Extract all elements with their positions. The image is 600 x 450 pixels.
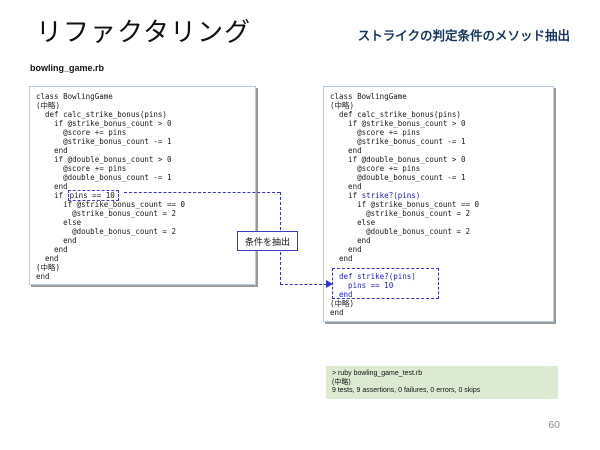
code-box-before: class BowlingGame(中略) def calc_strike_bo… [29,86,256,285]
code-line: if @strike_bonus_count > 0 [330,119,466,128]
code-line: @strike_bonus_count = 2 [36,209,176,218]
annotation-callout: 条件を抽出 [237,231,298,251]
code-line: @double_bonus_count = 2 [36,227,176,236]
code-line: def calc_strike_bonus(pins) [36,110,167,119]
code-line: end [330,146,362,155]
code-line: class BowlingGame [330,92,407,101]
code-line: else [330,218,376,227]
code-line: def calc_strike_bonus(pins) [330,110,461,119]
code-line: (中略) [36,263,61,272]
page-number: 60 [548,419,560,431]
code-line: if @double_bonus_count > 0 [330,155,466,164]
code-line: @strike_bonus_count -= 1 [36,137,172,146]
code-line: end [36,272,50,281]
terminal-line: > ruby bowling_game_test.rb [332,370,423,377]
code-line: end [36,182,68,191]
code-line: @double_bonus_count -= 1 [36,173,172,182]
slide-subtitle: ストライクの判定条件のメソッド抽出 [357,29,570,43]
code-line: @score += pins [330,164,421,173]
annotation-label: 条件を抽出 [244,236,290,247]
code-line: @score += pins [330,128,421,137]
code-line: end [36,245,68,254]
connector-arrow-icon [326,280,333,288]
code-line: else [36,218,82,227]
terminal-line: 9 tests, 9 assertions, 0 failures, 0 err… [332,387,481,394]
code-line: if @strike_bonus_count == 0 [330,200,480,209]
test-output-panel: > ruby bowling_game_test.rb(中略)9 tests, … [326,366,558,399]
code-line: if @strike_bonus_count > 0 [36,119,172,128]
code-line: if @strike_bonus_count == 0 [36,200,186,209]
code-line: @double_bonus_count = 2 [330,227,470,236]
code-line: @score += pins [36,128,127,137]
code-line: end [330,308,344,317]
code-line: end [330,182,362,191]
code-line: end [330,245,362,254]
filename-label: bowling_game.rb [30,63,105,73]
code-box-after: class BowlingGame(中略) def calc_strike_bo… [323,86,554,322]
extracted-method-highlight-box [332,268,439,299]
code-line: (中略) [330,299,355,308]
code-line: class BowlingGame [36,92,113,101]
code-line: end [36,146,68,155]
code-line: end [36,236,77,245]
code-line: @strike_bonus_count -= 1 [330,137,466,146]
code-line: if strike?(pins) [330,191,421,200]
code-line: @score += pins [36,164,127,173]
code-line: @strike_bonus_count = 2 [330,209,470,218]
code-line: end [330,236,371,245]
code-line: (中略) [36,101,61,110]
code-line: if @double_bonus_count > 0 [36,155,172,164]
slide-title: リファクタリング [36,17,251,47]
code-line: def strike?(pins) [330,272,416,281]
code-line: (中略) [330,101,355,110]
code-line: if pins == 10 [36,190,252,201]
code-line: end [36,254,59,263]
code-line: @double_bonus_count -= 1 [330,173,466,182]
code-line: end [330,290,353,299]
code-line: end [330,254,353,263]
terminal-line: (中略) [332,378,351,386]
code-line: pins == 10 [330,281,394,290]
connector-line-top [124,192,280,193]
connector-line-bottom [280,284,327,285]
